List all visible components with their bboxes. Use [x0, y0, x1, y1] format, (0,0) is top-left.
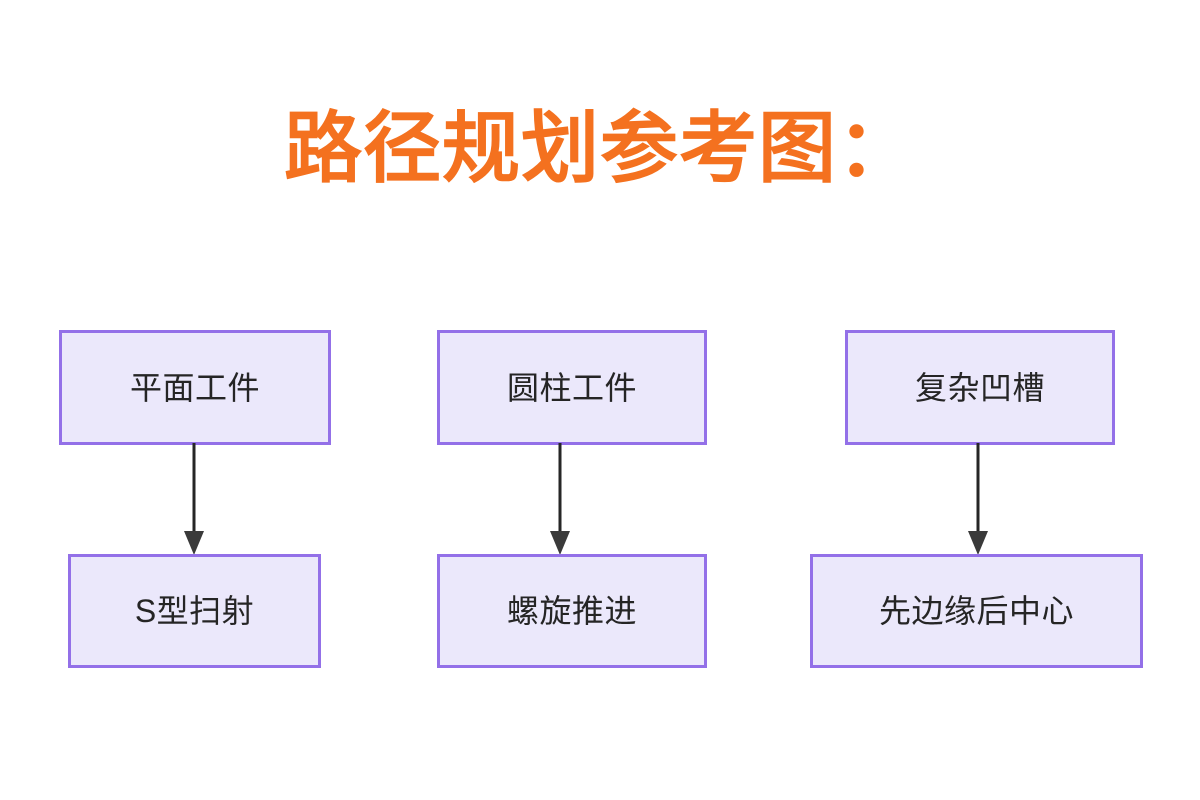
- node-label: 圆柱工件: [506, 369, 637, 406]
- node-label: 先边缘后中心: [878, 593, 1074, 629]
- node-cylinder-part[interactable]: 圆柱工件: [437, 330, 707, 445]
- node-spiral-feed[interactable]: 螺旋推进: [437, 554, 707, 668]
- node-label: 平面工件: [129, 369, 260, 406]
- node-flat-part[interactable]: 平面工件: [59, 330, 331, 445]
- arrow-down-icon-flat-to-s: [182, 443, 206, 555]
- node-complex-groove[interactable]: 复杂凹槽: [845, 330, 1115, 445]
- arrow-down-icon-groove-to-edge: [966, 443, 990, 555]
- node-label: 复杂凹槽: [914, 369, 1045, 406]
- arrow-down-icon-cylinder-to-spiral: [548, 443, 572, 555]
- node-s-scan[interactable]: S型扫射: [68, 554, 321, 668]
- node-edge-first[interactable]: 先边缘后中心: [810, 554, 1143, 668]
- page-title: 路径规划参考图：: [283, 104, 916, 192]
- node-label: S型扫射: [134, 593, 255, 629]
- node-label: 螺旋推进: [506, 593, 637, 629]
